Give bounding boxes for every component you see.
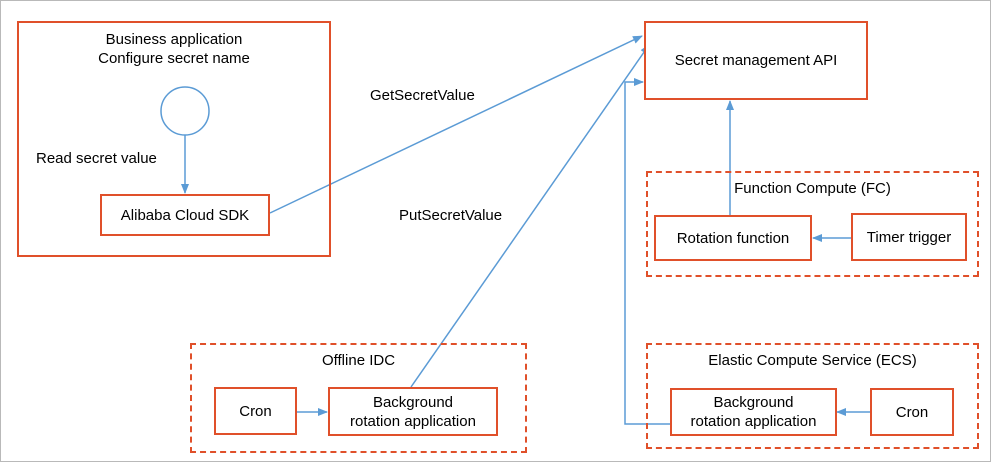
read-secret-label: Read secret value — [36, 150, 157, 167]
secret-management-api-box: Secret management API — [644, 21, 868, 100]
timer-trigger-box: Timer trigger — [851, 213, 967, 261]
put-secret-value-label: PutSecretValue — [399, 207, 503, 224]
offline-idc-group: Offline IDC — [190, 343, 527, 453]
rotation-function-box: Rotation function — [654, 215, 812, 261]
ecs-group: Elastic Compute Service (ECS) — [646, 343, 979, 449]
ecs-rotation-application-box: Background rotation application — [670, 388, 837, 436]
business-app-circle — [160, 86, 210, 136]
put-secret-arrow — [410, 44, 650, 388]
function-compute-group: Function Compute (FC) — [646, 171, 979, 277]
business-application-box: Business application Configure secret na… — [17, 21, 331, 257]
offline-idc-title: Offline IDC — [321, 352, 396, 369]
get-secret-arrow — [269, 35, 643, 214]
business-application-title: Business application Configure secret na… — [98, 31, 250, 67]
idc-cron-box: Cron — [214, 387, 297, 435]
get-secret-value-label: GetSecretValue — [370, 87, 475, 104]
function-compute-title: Function Compute (FC) — [734, 180, 891, 197]
ecs-title: Elastic Compute Service (ECS) — [708, 352, 917, 369]
ecs-cron-box: Cron — [870, 388, 954, 436]
idc-rotation-application-box: Background rotation application — [328, 387, 498, 436]
alibaba-cloud-sdk-box: Alibaba Cloud SDK — [100, 194, 270, 236]
